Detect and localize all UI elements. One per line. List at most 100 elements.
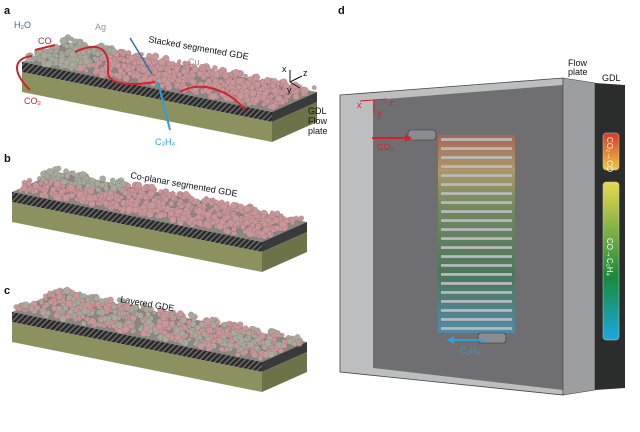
catalyst-particle xyxy=(109,184,118,192)
catalyst-particle xyxy=(195,200,201,205)
catalyst-particle xyxy=(107,190,114,197)
catalyst-particle xyxy=(110,200,116,205)
axis-z-label: z xyxy=(389,98,394,108)
axes-icon: x z y xyxy=(357,98,394,118)
catalyst-particle xyxy=(226,320,232,327)
catalyst-particle xyxy=(199,63,205,69)
catalyst-particle xyxy=(258,87,263,92)
catalyst-particle xyxy=(109,177,116,184)
catalyst-particle xyxy=(216,211,222,217)
catalyst-particle xyxy=(131,192,137,197)
catalyst-particle xyxy=(164,79,172,87)
catalyst-particle xyxy=(220,203,228,211)
catalyst-particle xyxy=(90,62,96,68)
catalyst-particle xyxy=(192,341,198,347)
catalyst-particle xyxy=(235,220,241,226)
c2h4-arrow xyxy=(157,81,171,131)
catalyst-particle xyxy=(47,299,54,305)
panel-a: a Stacked segmented GDE H₂O CO CO₂ Ag Cu… xyxy=(4,5,328,147)
catalyst-particle xyxy=(63,59,71,66)
catalyst-particle xyxy=(264,76,271,84)
catalyst-particle xyxy=(125,205,134,214)
catalyst-particle xyxy=(191,65,199,73)
outlet-pipe xyxy=(477,332,507,344)
catalyst-particle xyxy=(201,342,207,348)
catalyst-particle xyxy=(132,206,139,214)
catalyst-particle xyxy=(229,338,235,344)
catalyst-particle xyxy=(84,301,92,309)
catalyst-particle xyxy=(218,346,225,352)
catalyst-particle xyxy=(48,55,55,62)
catalyst-particle xyxy=(265,217,272,223)
catalyst-particle xyxy=(59,189,65,195)
water-arrow xyxy=(129,37,153,75)
catalyst-particle xyxy=(54,48,59,53)
catalyst-particle xyxy=(70,170,76,175)
catalyst-particle xyxy=(135,181,143,189)
catalyst-particle xyxy=(64,43,70,49)
catalyst-particle xyxy=(62,194,70,202)
catalyst-particle xyxy=(94,50,102,57)
catalyst-particle xyxy=(146,210,154,218)
catalyst-particle xyxy=(80,180,87,186)
catalyst-particle xyxy=(112,309,118,315)
co2-label: CO₂ xyxy=(24,96,42,106)
channel-rib xyxy=(441,174,512,177)
catalyst-particle xyxy=(121,62,128,70)
catalyst-particle xyxy=(181,335,187,340)
catalyst-particle xyxy=(146,52,153,60)
catalyst-particle xyxy=(54,288,62,296)
channel-rib xyxy=(441,228,512,231)
catalyst-particle xyxy=(212,65,218,71)
catalyst-particle xyxy=(182,190,190,199)
catalyst-particle xyxy=(201,331,208,337)
catalyst-particle xyxy=(145,311,152,318)
catalyst-particle xyxy=(156,71,162,77)
catalyst-particle xyxy=(223,328,230,334)
catalyst-particle xyxy=(76,64,85,73)
catalyst-particle xyxy=(173,326,181,334)
catalyst-particle xyxy=(75,300,81,306)
catalyst-particle xyxy=(132,201,139,208)
catalyst-particle xyxy=(176,201,182,207)
catalyst-particle xyxy=(27,305,35,313)
catalyst-particle xyxy=(183,206,190,213)
catalyst-particle xyxy=(205,65,211,71)
catalyst-particle xyxy=(106,296,114,304)
catalyst-particle xyxy=(253,345,260,351)
catalyst-particle xyxy=(60,178,67,186)
axis-x-label: x xyxy=(357,100,362,110)
catalyst-particle xyxy=(98,298,105,305)
channel-rib xyxy=(441,291,512,294)
catalyst-particle xyxy=(33,188,39,194)
catalyst-particle xyxy=(179,215,187,222)
catalyst-particle xyxy=(203,81,209,87)
catalyst-particle xyxy=(141,75,149,82)
catalyst-particle xyxy=(238,346,244,352)
catalyst-particle xyxy=(151,52,160,60)
catalyst-particle xyxy=(247,341,255,349)
co2-arrow xyxy=(16,55,33,91)
catalyst-particle xyxy=(247,76,253,82)
catalyst-particle xyxy=(250,351,258,359)
catalyst-particle xyxy=(222,341,228,347)
catalyst-particle xyxy=(63,286,71,295)
axis-z-label: z xyxy=(303,68,308,78)
catalyst-particle xyxy=(160,204,167,211)
catalyst-particle xyxy=(141,185,147,192)
catalyst-particle xyxy=(229,89,235,95)
catalyst-particle xyxy=(137,312,144,319)
catalyst-particle xyxy=(46,168,54,176)
channel-rib xyxy=(441,246,512,249)
catalyst-particle xyxy=(291,341,298,347)
catalyst-particle xyxy=(44,184,50,190)
catalyst-particle xyxy=(250,326,257,332)
catalyst-particle xyxy=(269,345,275,350)
catalyst-particle xyxy=(169,216,177,224)
catalyst-particle xyxy=(224,214,231,221)
catalyst-particle xyxy=(212,204,218,210)
catalyst-particle xyxy=(209,321,217,329)
catalyst-particle xyxy=(206,89,212,96)
catalyst-particle xyxy=(80,320,87,327)
catalyst-particle xyxy=(140,329,148,338)
